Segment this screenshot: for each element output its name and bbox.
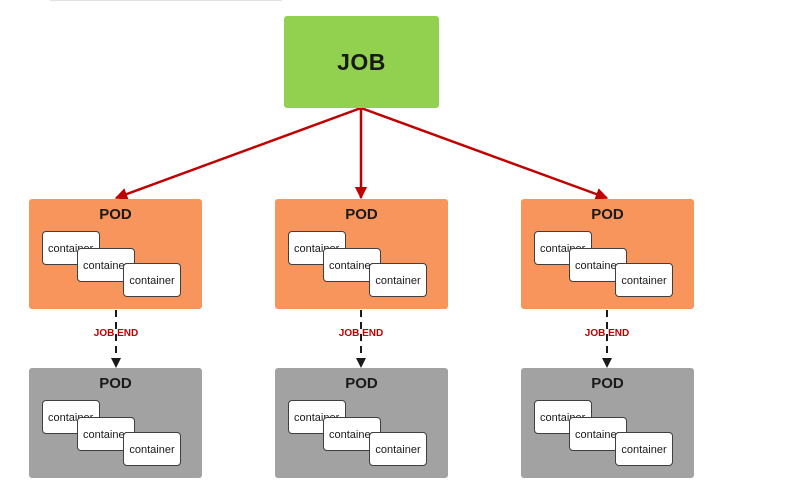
pod-title: POD: [345, 206, 378, 223]
pod-title: POD: [591, 206, 624, 223]
pod-title: POD: [345, 375, 378, 392]
running-pod-2: POD container container container: [275, 199, 448, 309]
running-pod-1: POD container container container: [29, 199, 202, 309]
job-end-label-3: JOB END: [584, 328, 630, 339]
job-end-label-1: JOB END: [93, 328, 139, 339]
job-to-pod-arrow-1: [114, 106, 362, 200]
container-box: container: [369, 263, 427, 297]
running-pod-3: POD container container container: [521, 199, 694, 309]
finished-pod-2: POD container container container: [275, 368, 448, 478]
job-label: JOB: [337, 48, 386, 75]
container-box: container: [123, 263, 181, 297]
finished-pod-1: POD container container container: [29, 368, 202, 478]
finished-pod-3: POD container container container: [521, 368, 694, 478]
job-node: JOB: [284, 16, 439, 108]
container-box: container: [123, 432, 181, 466]
container-box: container: [615, 263, 673, 297]
job-to-pod-arrow-3: [360, 106, 609, 201]
job-end-label-2: JOB END: [338, 328, 384, 339]
pod-title: POD: [99, 206, 132, 223]
pod-title: POD: [99, 375, 132, 392]
container-box: container: [615, 432, 673, 466]
container-box: container: [369, 432, 427, 466]
pod-title: POD: [591, 375, 624, 392]
top-divider: [50, 0, 282, 1]
